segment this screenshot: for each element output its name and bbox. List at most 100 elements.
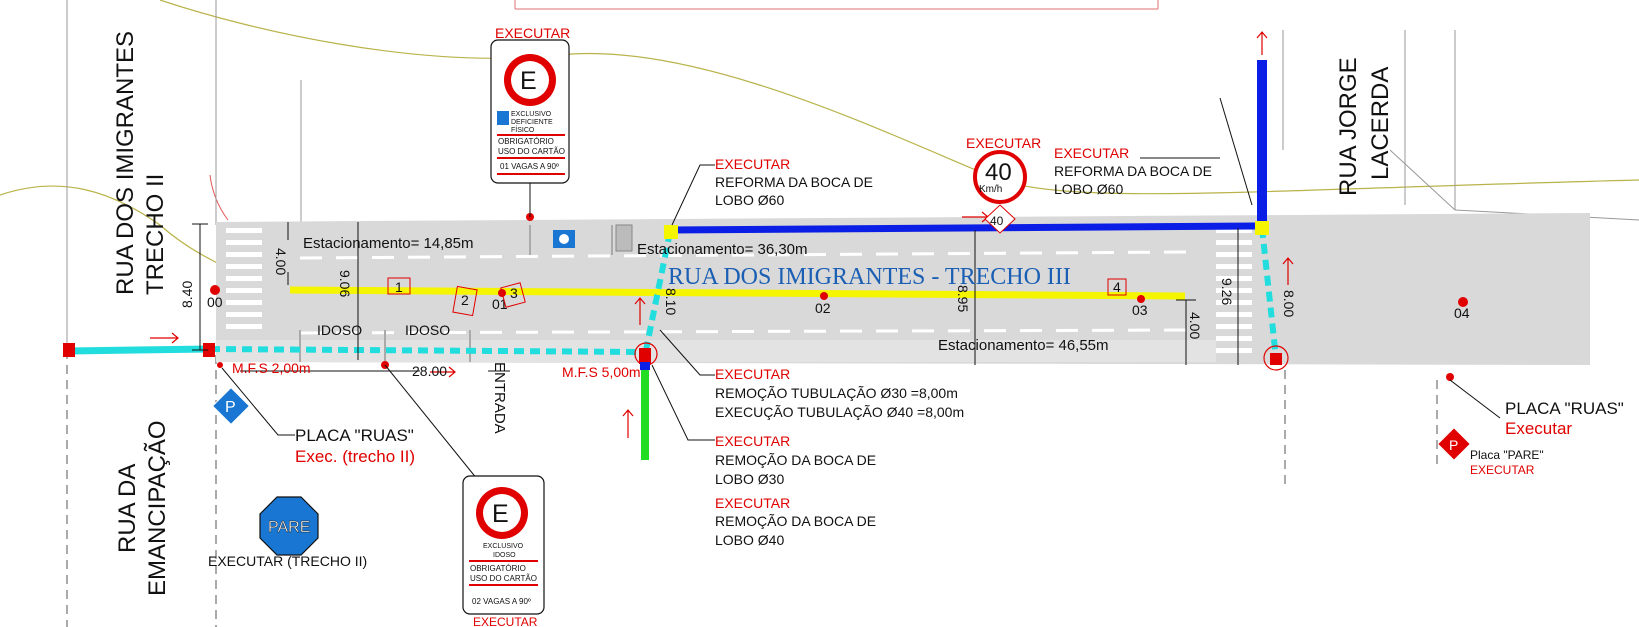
note-executar-right: Executar: [1505, 419, 1572, 438]
handicap-sign-vagas: 01 VAGAS A 90º: [500, 162, 559, 171]
dashed-lines: [66, 350, 1438, 627]
note-boca30-line1: REMOÇÃO DA BOCA DE: [715, 452, 876, 468]
pare-sign-text: PARE: [268, 519, 310, 536]
station-02: 02: [815, 300, 831, 316]
pare-sign-right-letter: P: [1449, 437, 1458, 453]
dim-400-left: 4.00: [273, 248, 289, 275]
handicap-sign-letter: E: [520, 67, 537, 95]
station-00: 00: [207, 294, 223, 310]
stake-markers: [210, 213, 1468, 381]
note-placa-ruas-left: PLACA "RUAS": [295, 426, 414, 445]
idoso-label-2: IDOSO: [405, 322, 450, 338]
note-executar-trecho-ii: EXECUTAR (TRECHO II): [208, 553, 367, 569]
note-boca40-line1: REMOÇÃO DA BOCA DE: [715, 513, 876, 529]
handicap-sign-line1: EXCLUSIVO: [511, 111, 552, 118]
note-reforma-1-line1: REFORMA DA BOCA DE: [715, 174, 873, 190]
speed-limit-plate: 40: [990, 214, 1004, 228]
dim-400-right: 4.00: [1187, 312, 1203, 339]
placa-ruas-left-letter: P: [225, 399, 236, 416]
street-jorge-lacerda-line1: RUA JORGE: [1335, 57, 1362, 196]
handicap-sign-line3: FÍSICO: [511, 125, 535, 134]
lane-markings: [299, 250, 1191, 335]
street-emancipacao-line1: RUA DA: [114, 464, 141, 553]
accessible-icon: [559, 234, 569, 244]
idoso-label-1: IDOSO: [317, 322, 362, 338]
stall-3: 3: [510, 285, 518, 301]
speed-limit-unit: Km/h: [979, 184, 1002, 195]
note-executar-pare: EXECUTAR: [1470, 463, 1535, 477]
handicap-sign-obrigatorio: OBRIGATÓRIO: [498, 137, 554, 146]
entrada-label: ENTRADA: [491, 362, 508, 434]
stall-2: 2: [461, 292, 469, 308]
crosswalk-west: [226, 228, 262, 329]
note-reforma-2-line2: LOBO Ø60: [1054, 181, 1123, 197]
dim-926: 9.26: [1219, 278, 1235, 305]
handicap-sign-cartao: USO DO CARTÃO: [498, 147, 565, 156]
parking-north-west: Estacionamento= 14,85m: [303, 235, 474, 252]
idoso-sign: E EXCLUSIVO IDOSO OBRIGATÓRIO USO DO CAR…: [462, 475, 545, 615]
street-jorge-lacerda-line2: LACERDA: [1367, 67, 1394, 180]
dimension-lines: [192, 97, 1253, 372]
main-street-title: RUA DOS IMIGRANTES - TRECHO III: [668, 264, 1071, 290]
dim-810: 8.10: [663, 288, 679, 315]
mfs-500: M.F.S 5,00m: [562, 364, 641, 380]
note-executar-boca40: EXECUTAR: [715, 495, 790, 511]
street-imigrantes-ii-line2: TRECHO II: [142, 174, 169, 295]
parking-north-east: Estacionamento= 36,30m: [637, 241, 808, 258]
note-boca30-line2: LOBO Ø30: [715, 471, 784, 487]
idoso-sign-vagas: 02 VAGAS A 90º: [472, 597, 531, 606]
drainage-pipes: [69, 60, 1279, 460]
center-line: [289, 286, 1186, 300]
placa-ruas-sign-left: P: [211, 386, 251, 426]
storm-inlets: [63, 221, 1289, 371]
speed-limit-sign: 40 Km/h 40: [973, 150, 1027, 234]
idoso-sign-line2: IDOSO: [493, 552, 516, 559]
hatched-box: [615, 224, 633, 252]
dim-2800: 28.00: [412, 363, 447, 379]
pare-sign-right: P: [1438, 428, 1470, 460]
note-executar-speed: EXECUTAR: [966, 135, 1041, 151]
note-executar-idoso: EXECUTAR: [473, 615, 538, 627]
parking-south: Estacionamento= 46,55m: [938, 337, 1109, 354]
dim-895: 8.95: [955, 285, 971, 312]
handicap-stall-mark: [529, 225, 613, 255]
note-reforma-2-line1: REFORMA DA BOCA DE: [1054, 163, 1212, 179]
handicap-sign-line2: DEFICIENTE: [511, 119, 553, 126]
stall-boxes: [387, 277, 1127, 317]
note-placa-pare: Placa "PARE": [1470, 448, 1544, 462]
top-frame: [514, 0, 1159, 10]
idoso-sign-cartao: USO DO CARTÃO: [470, 574, 537, 583]
stall-1: 1: [395, 279, 403, 295]
note-remocao-tubulacao: REMOÇÃO TUBULAÇÃO Ø30 =8,00m: [715, 385, 958, 401]
dim-840: 8.40: [179, 281, 195, 308]
crosswalk-east: [1216, 228, 1252, 353]
handicap-sign: E EXCLUSIVO DEFICIENTE FÍSICO OBRIGATÓRI…: [490, 39, 570, 184]
dim-906: 9.06: [337, 270, 353, 297]
note-exec-trecho-ii: Exec. (trecho II): [295, 447, 415, 466]
idoso-sign-letter: E: [492, 500, 509, 528]
dim-800: 8.00: [1281, 290, 1297, 317]
stall-4: 4: [1113, 279, 1121, 295]
idoso-stall-marks: [299, 330, 471, 362]
note-placa-ruas-right: PLACA "RUAS": [1505, 399, 1624, 418]
station-03: 03: [1132, 302, 1148, 318]
idoso-sign-obrigatorio: OBRIGATÓRIO: [470, 564, 526, 573]
leader-lines: [221, 164, 1501, 496]
boundary-lines: [66, 0, 1639, 350]
speed-limit-value: 40: [985, 159, 1012, 186]
mfs-200: M.F.S 2,00m: [232, 360, 311, 376]
pare-sign: PARE: [259, 496, 319, 556]
note-executar-reforma-1: EXECUTAR: [715, 156, 790, 172]
flow-arrows: [150, 31, 1294, 438]
note-executar-tubulacao: EXECUTAR: [715, 366, 790, 382]
note-executar-handicap: EXECUTAR: [495, 25, 570, 41]
note-executar-boca30: EXECUTAR: [715, 433, 790, 449]
kerb-curve: [209, 174, 229, 221]
note-executar-reforma-2: EXECUTAR: [1054, 145, 1129, 161]
note-execucao-tubulacao: EXECUÇÃO TUBULAÇÃO Ø40 =8,00m: [715, 404, 964, 420]
idoso-sign-line1: EXCLUSIVO: [483, 543, 524, 550]
note-boca40-line2: LOBO Ø40: [715, 532, 784, 548]
note-reforma-1-line2: LOBO Ø60: [715, 192, 784, 208]
station-04: 04: [1454, 305, 1470, 321]
